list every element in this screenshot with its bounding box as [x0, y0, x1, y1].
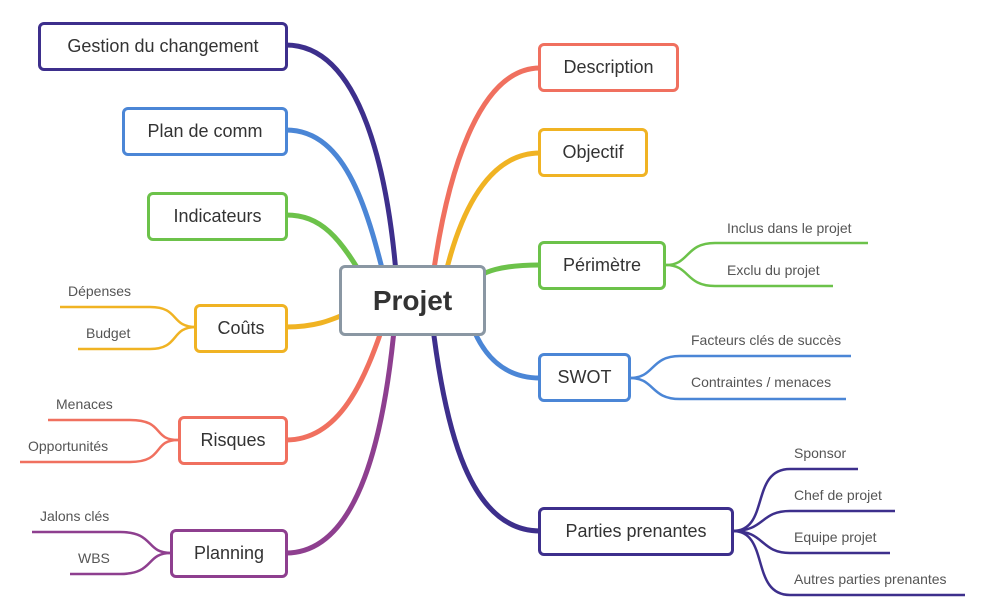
node-plan-de-comm[interactable]: Plan de comm — [122, 107, 288, 156]
node-perimetre[interactable]: Périmètre — [538, 241, 666, 290]
sub-swot-1 — [629, 354, 851, 380]
leaf-contraintes[interactable]: Contraintes / menaces — [691, 374, 832, 390]
leaf-wbs[interactable]: WBS — [78, 550, 110, 566]
node-parties-prenantes[interactable]: Parties prenantes — [538, 507, 734, 556]
node-label: Périmètre — [562, 255, 642, 275]
center-node-projet[interactable]: Projet — [339, 265, 486, 336]
sub-risques-1 — [48, 418, 179, 442]
node-label: Plan de comm — [147, 121, 263, 141]
leaf-sponsor[interactable]: Sponsor — [794, 445, 847, 461]
leaf-facteurs[interactable]: Facteurs clés de succès — [691, 332, 842, 348]
node-couts[interactable]: Coûts — [194, 304, 288, 353]
node-label: Gestion du changement — [67, 36, 259, 56]
sub-swot-2 — [629, 376, 846, 401]
node-risques[interactable]: Risques — [178, 416, 288, 465]
leaf-inclus[interactable]: Inclus dans le projet — [727, 220, 852, 236]
sub-parties-1 — [732, 467, 858, 533]
center-label: Projet — [372, 284, 453, 316]
leaf-menaces[interactable]: Menaces — [56, 396, 113, 412]
leaf-opportunites[interactable]: Opportunités — [28, 438, 109, 454]
sub-parties-4 — [732, 529, 965, 597]
leaf-depenses[interactable]: Dépenses — [68, 283, 132, 299]
node-label: Risques — [200, 430, 266, 450]
node-label: Objectif — [562, 142, 624, 162]
sub-couts-1 — [60, 305, 197, 329]
sub-parties-2 — [732, 509, 895, 533]
leaf-budget[interactable]: Budget — [86, 325, 131, 341]
connector-description — [427, 65, 543, 303]
connector-parties — [429, 317, 543, 534]
node-label: SWOT — [557, 367, 612, 387]
node-label: Indicateurs — [173, 206, 262, 226]
node-gestion-du-changement[interactable]: Gestion du changement — [38, 22, 288, 71]
leaf-autres-parties[interactable]: Autres parties prenantes — [794, 571, 947, 587]
node-label: Parties prenantes — [565, 521, 707, 541]
node-description[interactable]: Description — [538, 43, 679, 92]
sub-couts-2 — [78, 325, 197, 351]
node-swot[interactable]: SWOT — [538, 353, 631, 402]
leaf-jalons-cles[interactable]: Jalons clés — [40, 508, 110, 524]
node-indicateurs[interactable]: Indicateurs — [147, 192, 288, 241]
sub-risques-2 — [20, 438, 179, 464]
connector-gestion — [283, 42, 401, 303]
connector-risques — [283, 317, 388, 443]
node-label: Coûts — [217, 318, 265, 338]
node-planning[interactable]: Planning — [170, 529, 288, 578]
sub-planning-2 — [70, 551, 172, 576]
leaf-exclu[interactable]: Exclu du projet — [727, 262, 820, 278]
leaf-chef-de-projet[interactable]: Chef de projet — [794, 487, 882, 503]
node-label: Description — [563, 57, 654, 77]
sub-perimetre-2 — [665, 263, 833, 288]
sub-perimetre-1 — [665, 241, 868, 267]
sub-planning-1 — [32, 530, 172, 555]
leaf-equipe-projet[interactable]: Equipe projet — [794, 529, 877, 545]
node-objectif[interactable]: Objectif — [538, 128, 648, 177]
connector-planning — [283, 317, 398, 556]
node-label: Planning — [193, 543, 265, 563]
